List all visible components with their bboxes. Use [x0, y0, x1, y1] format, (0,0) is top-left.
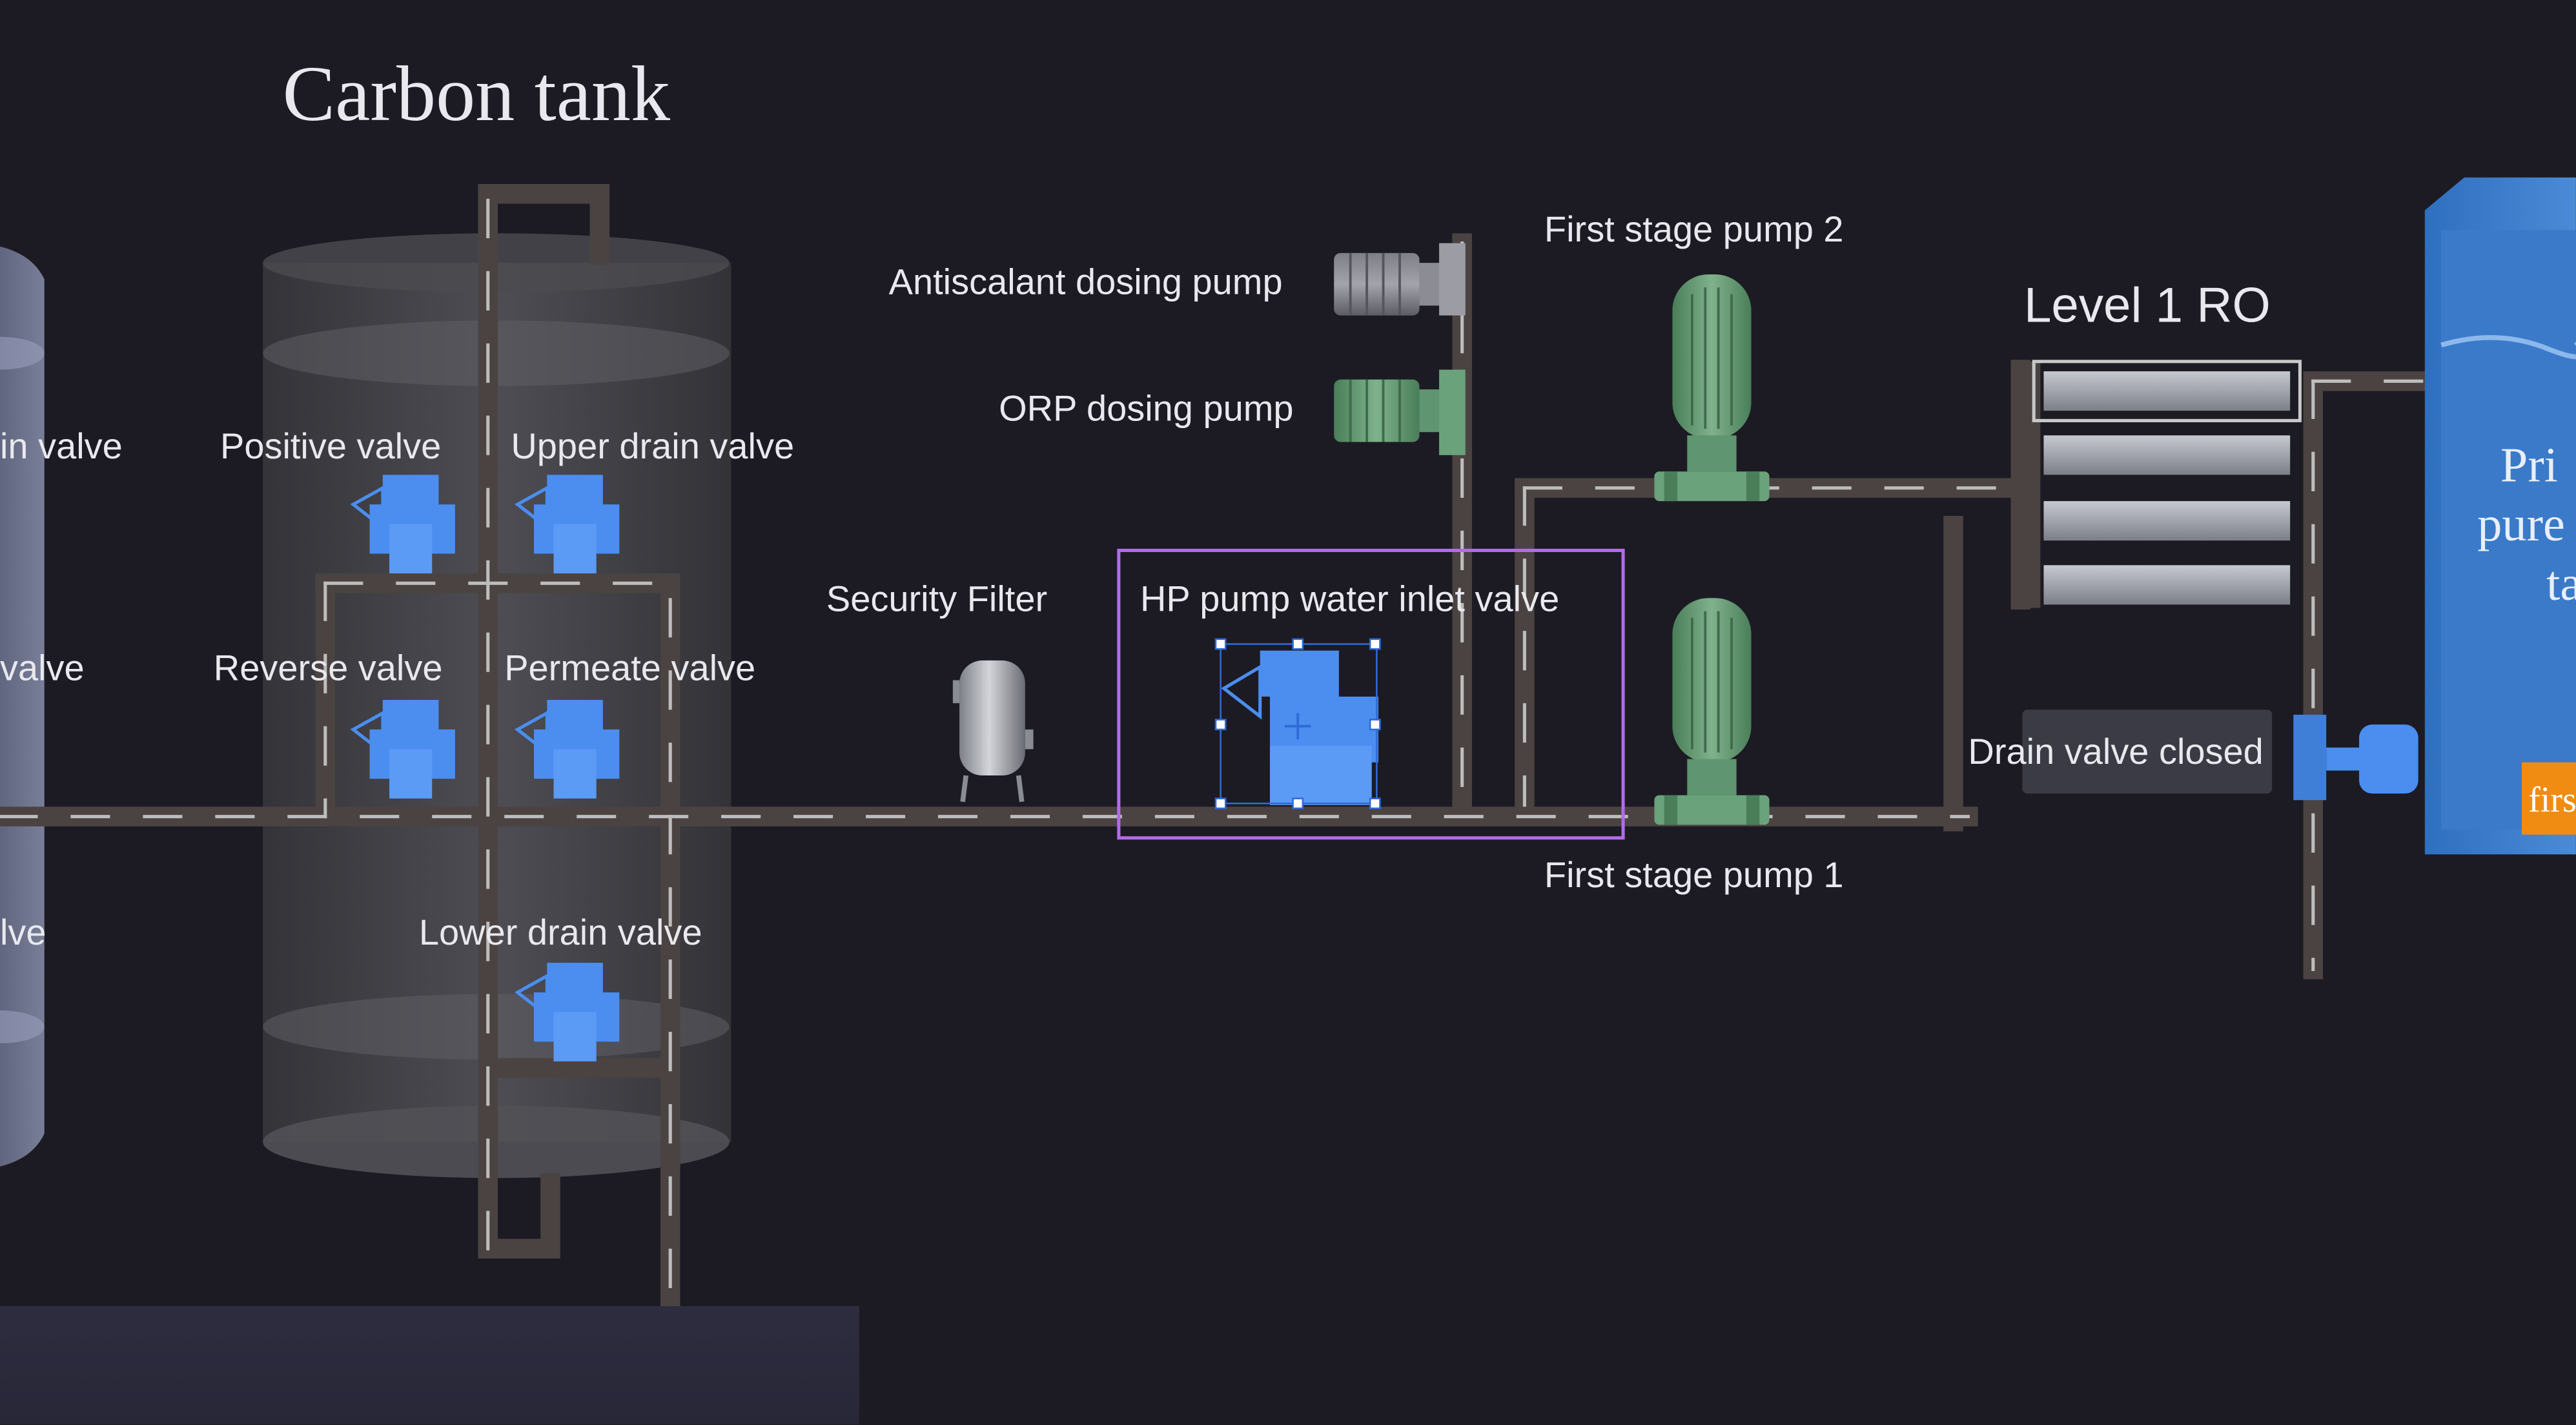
drain-valve-status-label: Drain valve closed — [1968, 731, 2264, 772]
orp-pump-label: ORP dosing pump — [999, 387, 1294, 429]
valve-hp-pump-inlet[interactable] — [1214, 638, 1381, 810]
first-stage-pump-2[interactable] — [1654, 274, 1770, 502]
tank-label-line1: Pri — [2500, 438, 2558, 493]
valve-positive[interactable] — [350, 475, 455, 574]
drain-valve-icon[interactable] — [2293, 714, 2418, 801]
page-title: Carbon tank — [282, 50, 671, 138]
security-filter-label: Security Filter — [826, 578, 1048, 620]
bottom-panel — [0, 1306, 859, 1425]
tank-label-line3: ta — [2546, 557, 2576, 611]
primary-pure-water-tank[interactable] — [2424, 177, 2576, 855]
permeate-valve-label: Permeate valve — [504, 647, 756, 689]
valve-upper-drain[interactable] — [514, 475, 620, 574]
hp-inlet-valve-label: HP pump water inlet valve — [1140, 578, 1560, 620]
antiscalant-dosing-pump[interactable] — [1334, 243, 1466, 316]
valve-reverse[interactable] — [350, 699, 455, 799]
valve-permeate[interactable] — [514, 699, 620, 799]
level1-ro-unit[interactable] — [2010, 360, 2302, 608]
selection-frame[interactable] — [1117, 548, 1625, 840]
valve-lower-drain[interactable] — [514, 963, 620, 1061]
lower-drain-valve-label: Lower drain valve — [418, 912, 702, 953]
orp-dosing-pump[interactable] — [1334, 369, 1466, 455]
tank-label-line2: pure — [2477, 498, 2565, 552]
security-filter[interactable] — [952, 660, 1034, 803]
first-stage-pump-2-label: First stage pump 2 — [1544, 209, 1844, 250]
first-stage-pump-1-label: First stage pump 1 — [1544, 854, 1844, 896]
left-valve-top-label: in valve — [0, 425, 123, 467]
tank-status-badge[interactable]: firs — [2521, 762, 2576, 835]
first-stage-pump-1[interactable] — [1654, 598, 1770, 825]
antiscalant-pump-label: Antiscalant dosing pump — [888, 261, 1283, 303]
reverse-valve-label: Reverse valve — [213, 647, 443, 689]
level1-ro-label: Level 1 RO — [2023, 279, 2271, 334]
left-valve-mid-label: valve — [0, 647, 85, 689]
drain-valve-status-box[interactable] — [2022, 710, 2273, 794]
pipes — [0, 183, 2438, 1317]
positive-valve-label: Positive valve — [220, 425, 442, 467]
left-valve-bottom-label: lve — [0, 912, 46, 953]
left-tank[interactable] — [0, 246, 45, 1167]
upper-drain-valve-label: Upper drain valve — [511, 425, 795, 467]
